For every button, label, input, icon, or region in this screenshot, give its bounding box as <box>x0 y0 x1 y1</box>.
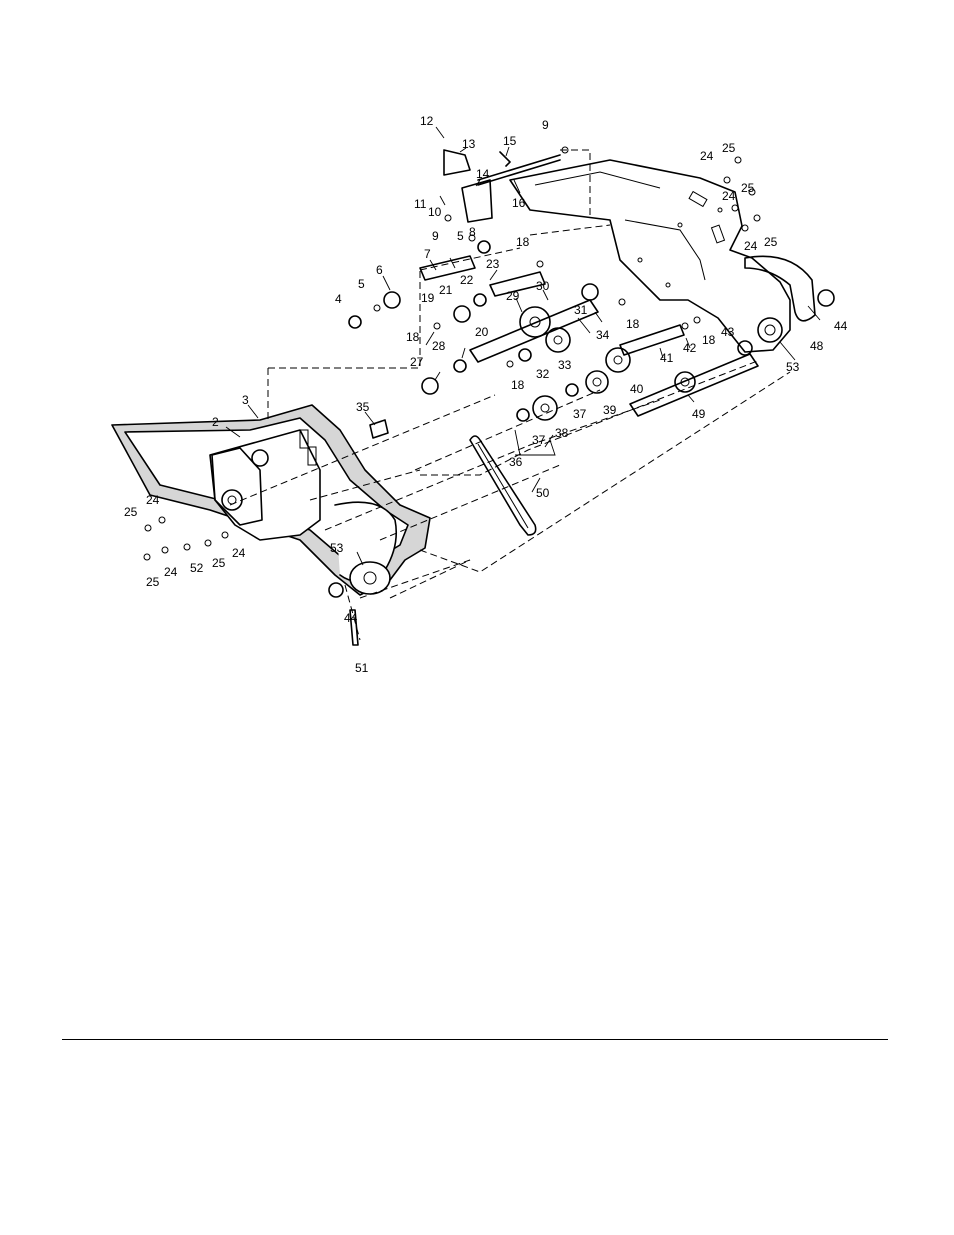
callout-23: 23 <box>486 257 500 271</box>
callout-25: 25 <box>146 575 160 589</box>
callout-7: 7 <box>424 247 431 261</box>
callout-31: 31 <box>574 303 588 317</box>
callout-10: 10 <box>428 205 442 219</box>
callout-41: 41 <box>660 351 674 365</box>
callout-9: 9 <box>542 118 549 132</box>
callout-25: 25 <box>741 181 755 195</box>
callout-18: 18 <box>511 378 525 392</box>
footer-divider <box>62 1039 888 1040</box>
callout-24: 24 <box>700 149 714 163</box>
callout-37: 37 <box>532 433 546 447</box>
callout-43: 43 <box>721 325 735 339</box>
callout-36: 36 <box>509 455 523 469</box>
callout-22: 22 <box>460 273 474 287</box>
callout-40: 40 <box>630 382 644 396</box>
right-sprocket-hub <box>758 318 782 342</box>
callout-28: 28 <box>432 339 446 353</box>
callout-19: 19 <box>421 291 435 305</box>
callout-44: 44 <box>834 319 848 333</box>
callout-30: 30 <box>536 279 550 293</box>
callout-52: 52 <box>190 561 204 575</box>
callout-24: 24 <box>232 546 246 560</box>
callout-5: 5 <box>457 229 464 243</box>
callout-18: 18 <box>626 317 640 331</box>
callout-24: 24 <box>744 239 758 253</box>
callout-35: 35 <box>356 400 370 414</box>
callout-25: 25 <box>124 505 138 519</box>
callout-20: 20 <box>475 325 489 339</box>
callout-2: 2 <box>212 415 219 429</box>
callout-6: 6 <box>376 263 383 277</box>
callout-18: 18 <box>406 330 420 344</box>
left-side-plate <box>112 405 430 595</box>
callout-18: 18 <box>702 333 716 347</box>
callout-38: 38 <box>555 426 569 440</box>
callout-51: 51 <box>355 661 369 675</box>
callout-42: 42 <box>683 341 697 355</box>
callout-labels: 2 3 4 5 5 6 7 8 9 9 10 11 12 13 14 15 16… <box>124 114 848 675</box>
callout-11: 11 <box>414 197 427 211</box>
callout-14: 14 <box>476 167 490 181</box>
callout-25: 25 <box>212 556 226 570</box>
callout-49: 49 <box>692 407 706 421</box>
callout-24: 24 <box>146 493 160 507</box>
callout-50: 50 <box>536 486 550 500</box>
callout-24: 24 <box>722 189 736 203</box>
callout-9: 9 <box>432 229 439 243</box>
callout-15: 15 <box>503 134 517 148</box>
alignment-lines <box>230 150 790 640</box>
callout-12: 12 <box>420 114 434 128</box>
callout-32: 32 <box>536 367 550 381</box>
callout-25: 25 <box>764 235 778 249</box>
callout-5: 5 <box>358 277 365 291</box>
callout-39: 39 <box>603 403 617 417</box>
callout-48: 48 <box>810 339 824 353</box>
callout-18: 18 <box>516 235 530 249</box>
callout-53: 53 <box>786 360 800 374</box>
right-chain-guard <box>745 256 815 321</box>
callout-13: 13 <box>462 137 476 151</box>
callout-37: 37 <box>573 407 587 421</box>
callout-34: 34 <box>596 328 610 342</box>
callout-53: 53 <box>330 541 344 555</box>
callout-21: 21 <box>439 283 453 297</box>
callout-3: 3 <box>242 393 249 407</box>
callout-44: 44 <box>344 611 358 625</box>
callout-8: 8 <box>469 225 476 239</box>
callout-25: 25 <box>722 141 736 155</box>
callout-4: 4 <box>335 292 342 306</box>
callout-33: 33 <box>558 358 572 372</box>
callout-29: 29 <box>506 289 520 303</box>
callout-24: 24 <box>164 565 178 579</box>
callout-16: 16 <box>512 196 526 210</box>
callout-27: 27 <box>410 355 424 369</box>
